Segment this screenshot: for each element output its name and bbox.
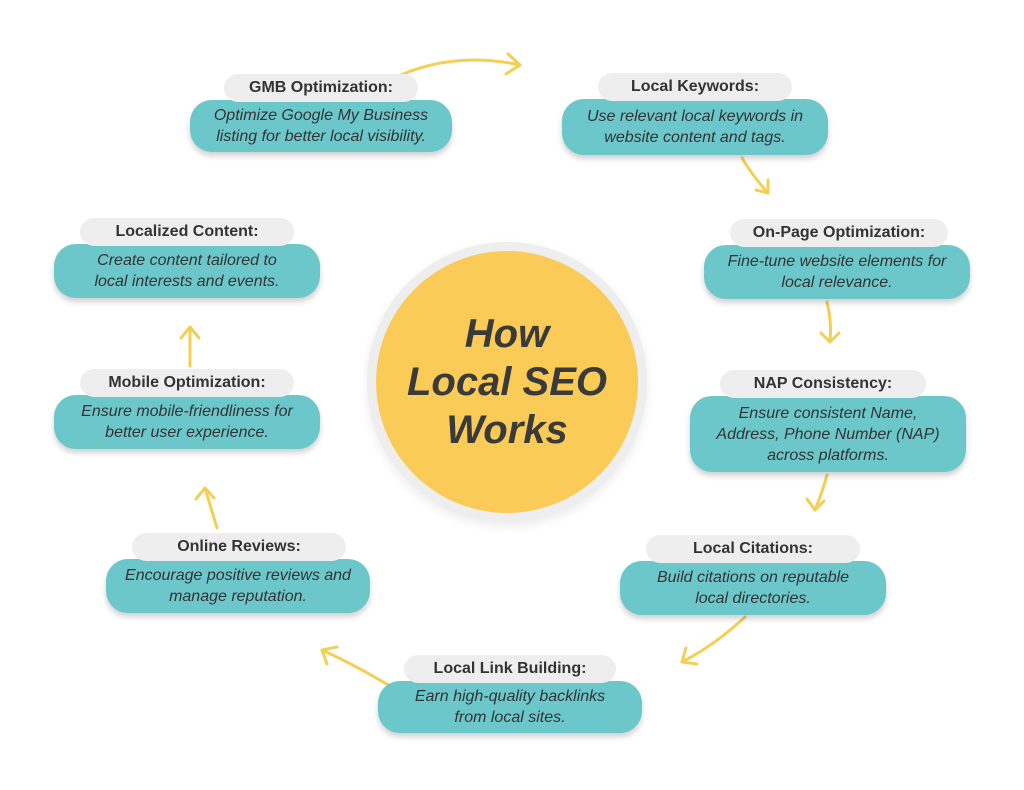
- step-description: Use relevant local keywords in website c…: [562, 99, 828, 155]
- step-mobile-optimization: Ensure mobile-friendliness for better us…: [54, 369, 320, 451]
- arrow-citations-to-linkbuilding: [680, 615, 747, 666]
- step-description: Earn high-quality backlinks from local s…: [378, 681, 642, 733]
- step-local-link-building: Earn high-quality backlinks from local s…: [378, 655, 642, 735]
- step-description: Build citations on reputable local direc…: [620, 561, 886, 615]
- step-online-reviews: Encourage positive reviews and manage re…: [106, 533, 370, 615]
- step-description: Optimize Google My Business listing for …: [190, 100, 452, 152]
- step-description: Fine-tune website elements for local rel…: [704, 245, 970, 299]
- step-description: Encourage positive reviews and manage re…: [106, 559, 370, 613]
- arrow-reviews-to-mobile: [194, 486, 219, 530]
- step-title: Mobile Optimization:: [80, 369, 294, 397]
- arrow-linkbuilding-to-reviews: [320, 645, 392, 688]
- step-title: Online Reviews:: [132, 533, 346, 561]
- step-description: Ensure consistent Name, Address, Phone N…: [690, 396, 966, 472]
- step-localized-content: Create content tailored to local interes…: [54, 218, 320, 300]
- step-title: Local Keywords:: [598, 73, 792, 101]
- step-title: Localized Content:: [80, 218, 294, 246]
- step-nap-consistency: Ensure consistent Name, Address, Phone N…: [690, 370, 966, 474]
- center-circle: How Local SEO Works: [367, 242, 647, 522]
- step-title: NAP Consistency:: [720, 370, 926, 398]
- arrow-gmb-to-keywords: [388, 52, 522, 82]
- step-description: Ensure mobile-friendliness for better us…: [54, 395, 320, 449]
- step-gmb-optimization: Optimize Google My Business listing for …: [190, 74, 452, 154]
- step-local-citations: Build citations on reputable local direc…: [620, 535, 886, 617]
- arrow-nap-to-citations: [805, 473, 829, 512]
- step-description: Create content tailored to local interes…: [54, 244, 320, 298]
- center-title-line-1: How: [464, 312, 550, 356]
- step-title: On-Page Optimization:: [730, 219, 948, 247]
- step-title: Local Citations:: [646, 535, 860, 563]
- step-title: GMB Optimization:: [224, 74, 418, 102]
- step-local-keywords: Use relevant local keywords in website c…: [562, 73, 828, 157]
- step-on-page-optimization: Fine-tune website elements for local rel…: [704, 219, 970, 301]
- arrow-keywords-to-onpage: [740, 156, 770, 195]
- center-title: How Local SEO Works: [392, 310, 622, 454]
- center-title-line-2: Local SEO: [406, 360, 608, 404]
- step-title: Local Link Building:: [404, 655, 616, 683]
- arrow-onpage-to-nap: [819, 300, 841, 344]
- arrow-mobile-to-content: [179, 325, 201, 368]
- center-title-line-3: Works: [446, 408, 568, 452]
